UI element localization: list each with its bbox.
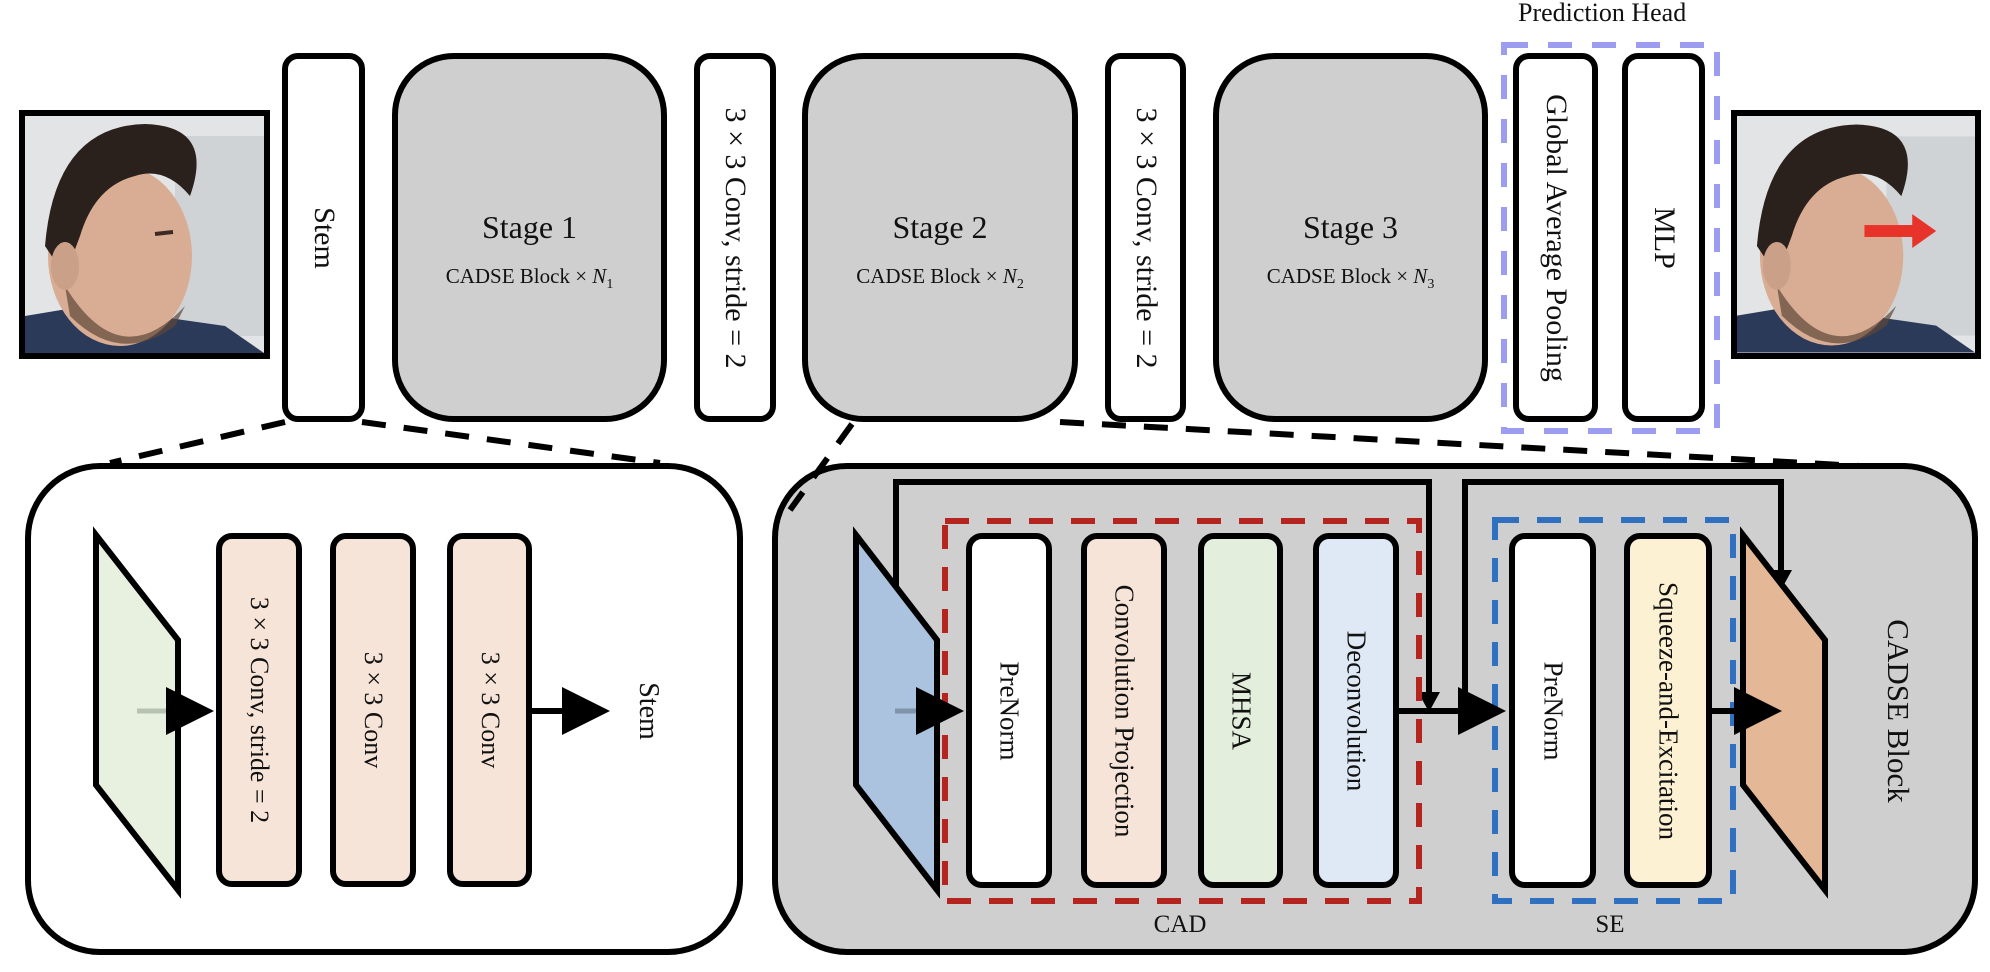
stage-1-subtitle: CADSE Block × N1 (445, 264, 614, 293)
se-residual-connection (1462, 479, 1784, 711)
cad-residual-connection (893, 479, 1432, 700)
stem-conv-stride-2: 3 × 3 Conv, stride = 2 (216, 533, 302, 887)
stem-conv-3: 3 × 3 Conv (447, 533, 532, 887)
face-photo-icon (1737, 116, 1975, 353)
prediction-head-title: Prediction Head (1518, 0, 1687, 27)
se-prenorm: PreNorm (1509, 533, 1596, 888)
se-squeeze-excitation: Squeeze-and-Excitation (1624, 533, 1712, 888)
se-dashed-border (1492, 517, 1736, 904)
stem-block: Stem (282, 53, 365, 422)
downsample-conv-1: 3 × 3 Conv, stride = 2 (694, 53, 776, 422)
cad-mhsa: MHSA (1198, 533, 1283, 888)
stage-3-subtitle: CADSE Block × N3 (1266, 264, 1435, 293)
cad-convolution-projection: Convolution Projection (1081, 533, 1167, 888)
prediction-head-dashed-border (1501, 42, 1720, 434)
cad-dashed-border (942, 518, 1422, 904)
mlp-block: MLP (1622, 53, 1705, 422)
stage-3-title: Stage 3 (1302, 209, 1399, 245)
face-photo-icon (25, 116, 264, 353)
stem-zoom-lines (109, 419, 661, 466)
stage-3-block: Stage 3 CADSE Block × N3 (1213, 53, 1488, 422)
se-label: SE (1595, 911, 1625, 938)
stem-conv-2: 3 × 3 Conv (330, 533, 416, 887)
cad-prenorm: PreNorm (966, 533, 1052, 888)
stage-1-block: Stage 1 CADSE Block × N1 (392, 53, 667, 422)
cad-label: CAD (1153, 911, 1207, 938)
stage-2-title: Stage 2 (892, 209, 988, 245)
gaze-arrow-icon (1864, 214, 1937, 248)
cadse-zoom-lines (787, 419, 1861, 512)
global-average-pooling-block: Global Average Pooling (1513, 53, 1598, 422)
output-face-image (1731, 110, 1981, 359)
input-face-image (19, 110, 270, 359)
downsample-conv-2: 3 × 3 Conv, stride = 2 (1105, 53, 1186, 422)
stage-1-title: Stage 1 (481, 209, 578, 245)
cad-deconvolution: Deconvolution (1313, 533, 1399, 888)
stage-2-block: Stage 2 CADSE Block × N2 (802, 53, 1078, 422)
stage-2-subtitle: CADSE Block × N2 (856, 264, 1024, 293)
